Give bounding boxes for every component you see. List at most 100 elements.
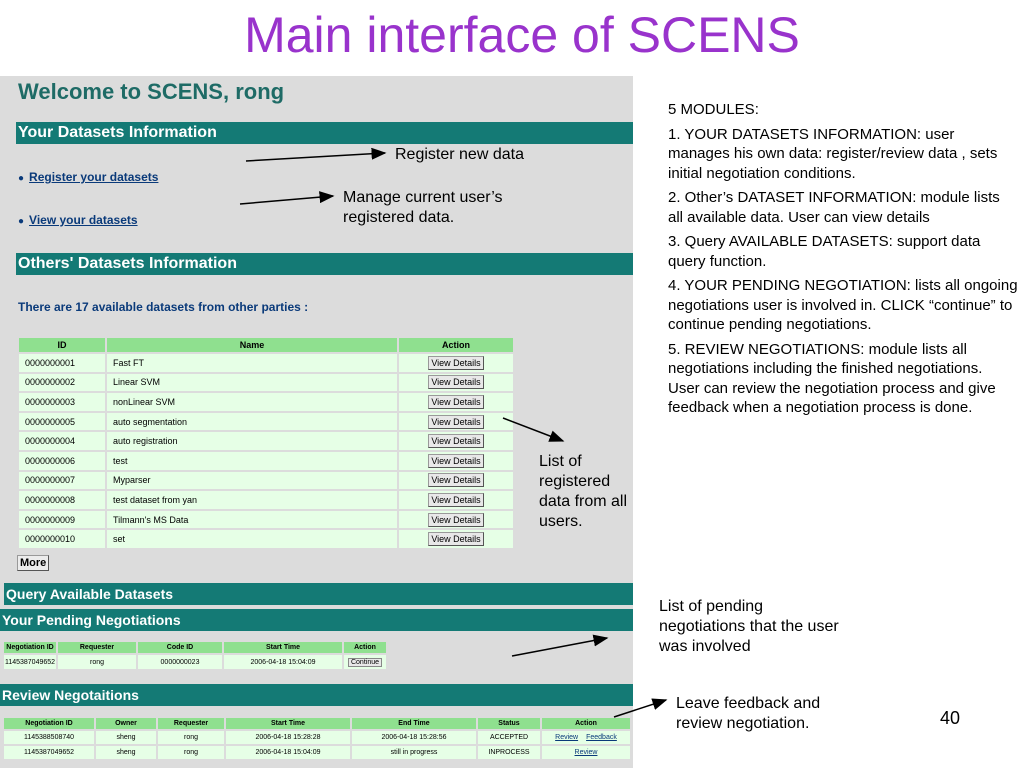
negotiation-id: 1145387049652 bbox=[4, 655, 56, 669]
view-datasets-item: ● View your datasets bbox=[18, 213, 138, 227]
table-header-row: ID Name Action bbox=[19, 338, 513, 352]
dataset-id: 0000000005 bbox=[19, 412, 105, 431]
view-details-button[interactable]: View Details bbox=[428, 512, 484, 527]
dataset-id: 0000000008 bbox=[19, 491, 105, 509]
dataset-name: test dataset from yan bbox=[107, 491, 397, 509]
column-header-owner: Owner bbox=[96, 718, 156, 729]
annotation-list-pending: List of pending negotiations that the us… bbox=[659, 598, 839, 655]
table-row: 1145387049652 rong 0000000023 2006-04-18… bbox=[4, 655, 386, 669]
continue-button[interactable]: Continue bbox=[347, 657, 383, 667]
view-details-button[interactable]: View Details bbox=[428, 394, 484, 409]
notes-line: 2. Other’s DATASET INFORMATION: module l… bbox=[668, 189, 1000, 226]
dataset-id: 0000000009 bbox=[19, 510, 105, 529]
view-details-button[interactable]: View Details bbox=[428, 473, 484, 488]
view-details-button[interactable]: View Details bbox=[428, 375, 484, 390]
annotation-list-registered: List of registered data from all users. bbox=[539, 453, 628, 530]
end-time: still in progress bbox=[352, 746, 476, 759]
dataset-name: Tilmann's MS Data bbox=[107, 510, 397, 529]
code-id: 0000000023 bbox=[138, 655, 222, 669]
column-header-requester: Requester bbox=[58, 642, 136, 653]
end-time: 2006-04-18 15:28:56 bbox=[352, 731, 476, 744]
notes-line: 1. YOUR DATASETS INFORMATION: user manag… bbox=[668, 125, 998, 182]
start-time: 2006-04-18 15:04:09 bbox=[226, 746, 350, 759]
view-details-button[interactable]: View Details bbox=[428, 492, 484, 507]
column-header-action: Action bbox=[399, 338, 513, 352]
notes-line: 4. YOUR PENDING NEGOTIATION: lists all o… bbox=[668, 277, 1018, 333]
annotation-feedback: Leave feedback and review negotiation. bbox=[676, 695, 821, 732]
dataset-name: auto registration bbox=[107, 432, 397, 450]
dataset-name: test bbox=[107, 451, 397, 470]
dataset-name: Linear SVM bbox=[107, 373, 397, 392]
column-header-status: Status bbox=[478, 718, 540, 729]
dataset-id: 0000000006 bbox=[19, 451, 105, 470]
column-header-name: Name bbox=[107, 338, 397, 352]
notes-line: 3. Query AVAILABLE DATASETS: support dat… bbox=[668, 233, 981, 270]
notes-line: 5 MODULES: bbox=[668, 101, 759, 118]
review-negotiations-table: Negotiation ID Owner Requester Start Tim… bbox=[2, 716, 632, 761]
scens-app-screenshot: Welcome to SCENS, rong Your Datasets Inf… bbox=[0, 76, 633, 768]
pending-negotiations-table: Negotiation ID Requester Code ID Start T… bbox=[2, 640, 388, 671]
dataset-name: Myparser bbox=[107, 471, 397, 490]
view-details-button[interactable]: View Details bbox=[428, 532, 484, 547]
page-number: 40 bbox=[940, 708, 961, 728]
view-details-button[interactable]: View Details bbox=[428, 414, 484, 429]
bullet-icon: ● bbox=[18, 173, 25, 184]
column-header-start-time: Start Time bbox=[226, 718, 350, 729]
dataset-id: 0000000004 bbox=[19, 432, 105, 450]
column-header-code-id: Code ID bbox=[138, 642, 222, 653]
table-row: 1145388508740 sheng rong 2006-04-18 15:2… bbox=[4, 731, 630, 744]
table-header-row: Negotiation ID Requester Code ID Start T… bbox=[4, 642, 386, 653]
review-negotiations-header: Review Negotaitions bbox=[0, 684, 633, 706]
start-time: 2006-04-18 15:04:09 bbox=[224, 655, 342, 669]
dataset-id: 0000000010 bbox=[19, 530, 105, 548]
table-row: 1145387049652 sheng rong 2006-04-18 15:0… bbox=[4, 746, 630, 759]
negotiation-id: 1145388508740 bbox=[4, 731, 94, 744]
dataset-name: nonLinear SVM bbox=[107, 393, 397, 411]
more-button[interactable]: More bbox=[17, 555, 50, 571]
your-datasets-header: Your Datasets Information bbox=[16, 122, 633, 144]
dataset-id: 0000000002 bbox=[19, 373, 105, 392]
view-details-button[interactable]: View Details bbox=[428, 355, 484, 370]
register-datasets-item: ● Register your datasets bbox=[18, 170, 158, 184]
pending-negotiations-header: Your Pending Negotiations bbox=[0, 609, 633, 631]
query-datasets-header[interactable]: Query Available Datasets bbox=[4, 583, 633, 605]
annotation-register: Register new data bbox=[395, 146, 524, 163]
view-details-button[interactable]: View Details bbox=[428, 434, 484, 449]
requester: rong bbox=[158, 746, 224, 759]
review-link[interactable]: Review bbox=[574, 749, 598, 756]
dataset-id: 0000000001 bbox=[19, 354, 105, 372]
dataset-id: 0000000007 bbox=[19, 471, 105, 490]
requester: rong bbox=[58, 655, 136, 669]
register-datasets-link[interactable]: Register your datasets bbox=[29, 170, 159, 184]
owner: sheng bbox=[96, 746, 156, 759]
table-header-row: Negotiation ID Owner Requester Start Tim… bbox=[4, 718, 630, 729]
others-datasets-header: Others' Datasets Information bbox=[16, 253, 633, 275]
owner: sheng bbox=[96, 731, 156, 744]
dataset-id: 0000000003 bbox=[19, 393, 105, 411]
feedback-link[interactable]: Feedback bbox=[586, 734, 617, 741]
view-details-button[interactable]: View Details bbox=[428, 453, 484, 468]
welcome-heading: Welcome to SCENS, rong bbox=[18, 79, 285, 104]
bullet-icon: ● bbox=[18, 216, 25, 227]
column-header-neg-id: Negotiation ID bbox=[4, 642, 56, 653]
column-header-neg-id: Negotiation ID bbox=[4, 718, 94, 729]
column-header-start-time: Start Time bbox=[224, 642, 342, 653]
modules-notes: 5 MODULES: 1. YOUR DATASETS INFORMATION:… bbox=[668, 100, 1018, 423]
review-link[interactable]: Review bbox=[555, 734, 579, 741]
notes-line: 5. REVIEW NEGOTIATIONS: module lists all… bbox=[668, 340, 996, 417]
requester: rong bbox=[158, 731, 224, 744]
status: INPROCESS bbox=[478, 746, 540, 759]
column-header-end-time: End Time bbox=[352, 718, 476, 729]
slide-title: Main interface of SCENS bbox=[244, 7, 800, 63]
column-header-action: Action bbox=[344, 642, 386, 653]
annotation-manage: Manage current user’s registered data. bbox=[343, 189, 503, 226]
view-datasets-link[interactable]: View your datasets bbox=[29, 213, 138, 227]
